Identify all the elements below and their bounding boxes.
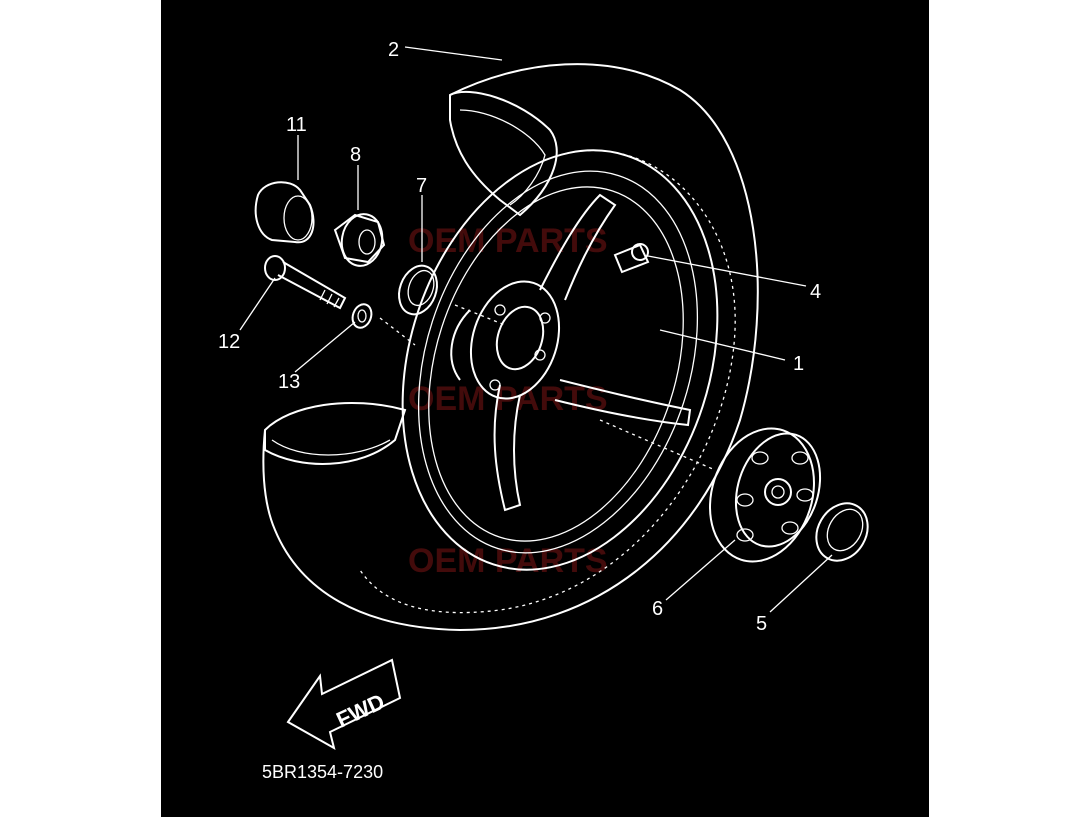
callout-2: 2 — [388, 39, 399, 61]
wheel-rim — [401, 149, 719, 571]
watermark-3: OEM PARTS — [408, 542, 608, 580]
washer-5 — [815, 502, 869, 562]
leader-lines — [239, 46, 833, 613]
callout-7: 7 — [416, 175, 427, 197]
fwd-arrow: FWD — [286, 658, 402, 751]
cap-11 — [254, 181, 315, 244]
hub-damper — [709, 427, 822, 563]
axle-12 — [264, 255, 347, 310]
tire — [262, 63, 759, 632]
part-number: 5BR1354-7230 — [262, 762, 383, 782]
washer-13 — [351, 303, 373, 329]
diagram-canvas: OEM PARTS OEM PARTS OEM PARTS — [161, 0, 929, 817]
nut-8 — [333, 213, 386, 267]
callout-12: 12 — [218, 331, 240, 353]
valve — [613, 243, 650, 274]
callout-1: 1 — [793, 353, 804, 375]
callout-5: 5 — [756, 613, 767, 635]
callout-13: 13 — [278, 371, 300, 393]
callout-8: 8 — [350, 144, 361, 166]
callout-6: 6 — [652, 598, 663, 620]
callout-11: 11 — [286, 114, 307, 136]
callout-4: 4 — [810, 281, 821, 303]
wheel-hub — [450, 193, 692, 512]
spacer-7 — [398, 264, 438, 316]
fwd-arrow-label: FWD — [332, 689, 388, 733]
watermark-1: OEM PARTS — [408, 222, 608, 260]
